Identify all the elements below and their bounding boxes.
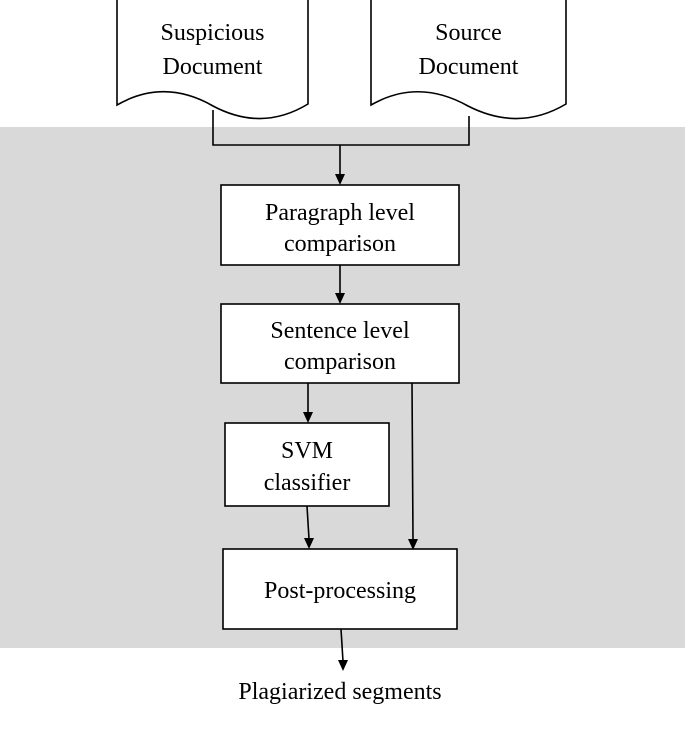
sentence-comparison-box: [220, 303, 460, 384]
post-processing-box: [222, 548, 458, 630]
svm-classifier-label-line2: classifier: [264, 470, 351, 496]
arrowhead-svm: [303, 412, 313, 423]
source-document-label-line1: Source: [435, 20, 502, 46]
paragraph-comparison-box: [220, 184, 460, 266]
paragraph-comparison-label-line1: Paragraph level: [265, 200, 415, 226]
svm-classifier-label-line1: SVM: [281, 438, 333, 464]
sentence-comparison-label-line2: comparison: [284, 349, 396, 375]
arrowhead-postprocessing-right: [408, 539, 418, 550]
arrowhead-sentence: [335, 293, 345, 304]
source-document-shape: [370, 0, 567, 120]
suspicious-document-shape: [116, 0, 309, 120]
suspicious-document-label-line1: Suspicious: [160, 20, 264, 46]
post-processing-label: Post-processing: [264, 578, 416, 604]
source-document-label-line2: Document: [419, 54, 519, 80]
arrow-sentence-to-postprocessing: [411, 382, 414, 541]
arrowhead-output: [338, 660, 348, 671]
documents-merge-connector: [212, 110, 470, 146]
arrow-svm-to-postprocessing: [306, 505, 310, 540]
sentence-comparison-label-line1: Sentence level: [270, 318, 410, 344]
arrow-postprocessing-to-output: [340, 628, 344, 662]
arrowhead-paragraph: [335, 174, 345, 185]
svm-classifier-box: [224, 422, 390, 507]
suspicious-document-label-line2: Document: [163, 54, 263, 80]
paragraph-comparison-label-line2: comparison: [284, 231, 396, 257]
arrowhead-postprocessing-left: [304, 538, 314, 549]
output-label: Plagiarized segments: [238, 679, 441, 705]
